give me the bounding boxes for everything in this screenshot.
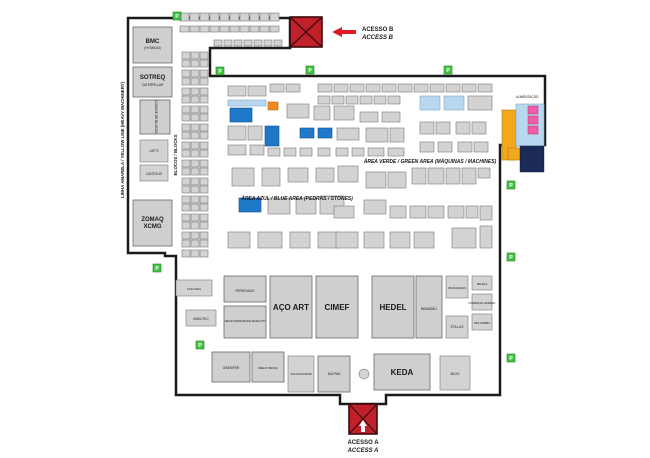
label-green-area: ÁREA VERDE / GREEN AREA (MÁQUINAS / MACH… (363, 158, 497, 165)
svg-text:P: P (198, 343, 202, 349)
label-cimef: CIMEF (325, 303, 350, 312)
colored-booths (227, 99, 333, 213)
marker-left: P (152, 263, 162, 273)
label-keda: KEDA (391, 368, 414, 377)
booth-ust[interactable] (139, 139, 169, 163)
label-brandao: BRANDÃO (421, 306, 437, 311)
booth-stillus[interactable] (445, 315, 469, 339)
svg-text:P: P (218, 69, 222, 75)
booth-relevo[interactable] (471, 275, 493, 291)
label-hedel: HEDEL (379, 303, 406, 312)
marker-hall-left: P (215, 66, 225, 76)
label-yellow-line: LINHA AMARELA / YELLOW LINE (HEAVY MACHI… (120, 81, 125, 198)
label-access-a-pt: ACESSO A (347, 440, 379, 446)
svg-text:P: P (509, 255, 513, 261)
marker-right-3: P (506, 353, 516, 363)
top-row-booths (227, 83, 493, 111)
marker-right-2: P (506, 252, 516, 262)
label-canton: CANTOLIO (146, 172, 163, 176)
booth-hedel[interactable] (371, 275, 415, 339)
label-indeco: INDECO BRASIL (258, 366, 279, 370)
label-relevo: RELEVO (477, 282, 488, 286)
label-dalpan: DALPAN (328, 372, 341, 376)
label-access-a-en: ACCESS A (347, 448, 379, 454)
marker-right-1: P (506, 180, 516, 190)
label-food: ALIMENTAÇÃO (516, 94, 539, 99)
booth-sotreq[interactable] (132, 66, 173, 98)
round-booth (358, 368, 370, 380)
booth-blog[interactable] (439, 355, 471, 391)
label-granifer: GRANIFER (223, 366, 240, 370)
booth-dalpan[interactable] (317, 355, 351, 393)
label-sotreq-sub: CATERPILLAR (142, 83, 164, 87)
booth-cimef[interactable] (315, 275, 359, 339)
label-access-b-en: ACCESS B (361, 35, 394, 41)
booth-lounge[interactable] (139, 99, 171, 135)
label-ferrovale: FERROVALE (235, 289, 254, 293)
label-3b-maquinas: 3B MÁQUINAS (448, 286, 466, 290)
booth-makutec[interactable] (185, 309, 217, 327)
food-stall-1 (527, 105, 539, 115)
label-aco-art: AÇO ART (273, 303, 309, 312)
svg-text:P: P (446, 68, 450, 74)
marker-top-right: P (443, 65, 453, 75)
label-blue-area: ÁREA AZUL / BLUE AREA (PEDRAS / STONES) (240, 195, 353, 202)
left-block-columns (181, 51, 209, 258)
label-hidar: HIDAR MARMORARIA MARGUTTI (225, 319, 266, 323)
arrow-left-icon (332, 27, 356, 37)
label-makutec: MAKUTEC (193, 317, 209, 321)
label-rds-tambel: RDS TAMBEL (474, 321, 491, 325)
label-blog: BLOG (451, 372, 460, 376)
marker-bottom-left: P (195, 340, 205, 350)
label-zomaq: ZOMAQ (141, 217, 164, 223)
label-sotreq: SOTREQ (140, 75, 166, 81)
food-court-seating (519, 145, 545, 173)
label-bmc-sub: (HYUNDAI) (144, 46, 160, 50)
label-bmc: BMC (146, 39, 160, 45)
label-lounge: LOUNGE DE BLOCOS (154, 101, 158, 134)
booth-aco-art[interactable] (269, 275, 313, 339)
svg-text:P: P (155, 266, 159, 272)
label-casa-seta: CASA SETA (187, 287, 201, 291)
booth-3b-maquinas[interactable] (445, 275, 469, 299)
booth-rds-tambel[interactable] (471, 313, 493, 331)
label-taua: TAUA ESPOSIORI (290, 372, 312, 376)
top-corridor-booths (179, 12, 283, 47)
booth-bmc[interactable] (132, 26, 173, 64)
booth-brandao[interactable] (415, 275, 443, 339)
booth-casa-seta[interactable] (175, 279, 213, 297)
booth-zomaq[interactable] (132, 199, 173, 247)
label-stillus: STILLUS (451, 325, 464, 329)
label-ust: UST'S (149, 149, 158, 153)
food-stall-3 (527, 125, 539, 135)
arrow-up-icon (359, 420, 367, 432)
label-blocks: BLOCOS / BLOCKS (173, 134, 178, 175)
booth-comercial-esmeril[interactable] (471, 293, 493, 311)
marker-top-left: P (172, 11, 182, 21)
svg-text:P: P (509, 356, 513, 362)
booth-granifer[interactable] (211, 351, 251, 383)
booth-ferrovale[interactable] (223, 275, 267, 303)
svg-text:P: P (308, 68, 312, 74)
label-comercial-esmeril: COMERCIAL ESMERIL (468, 301, 496, 305)
booth-indeco[interactable] (251, 351, 285, 383)
booth-canton[interactable] (139, 164, 169, 182)
booth-hidar[interactable] (223, 305, 267, 339)
booth-taua[interactable] (287, 355, 315, 393)
label-zomaq-sub: XCMG (144, 224, 162, 230)
grid-booths (227, 103, 493, 249)
label-access-b-pt: ACESSO B (362, 27, 394, 33)
food-stall-2 (527, 115, 539, 125)
booth-keda[interactable] (373, 353, 431, 391)
marker-top-mid: P (305, 65, 315, 75)
svg-text:P: P (509, 183, 513, 189)
svg-text:P: P (175, 14, 179, 20)
